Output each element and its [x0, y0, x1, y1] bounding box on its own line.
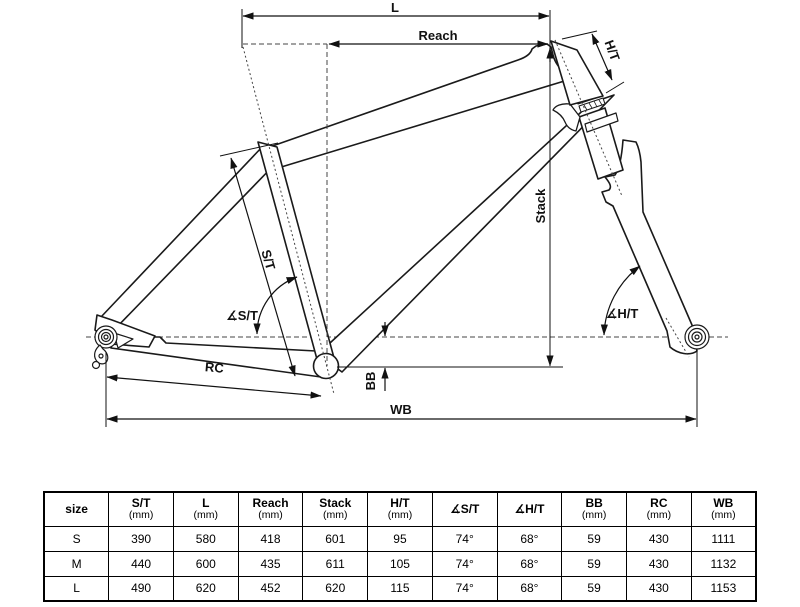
rear-axle — [94, 325, 118, 349]
cell: L — [43, 575, 110, 602]
label-angle-st: ∡S/T — [226, 308, 258, 323]
cell: 430 — [625, 525, 692, 552]
cell: 115 — [367, 575, 433, 602]
cell: 74° — [431, 525, 498, 552]
down-tube — [317, 94, 615, 373]
label-rc: RC — [204, 359, 225, 376]
fork-crown-band — [584, 112, 619, 133]
col-header-angle-st: ∡S/T — [431, 491, 498, 527]
cell: 390 — [108, 525, 174, 552]
cell: 68° — [496, 575, 563, 602]
frame-drawing — [91, 40, 710, 380]
cell: 74° — [431, 550, 498, 577]
cell: 580 — [172, 525, 239, 552]
col-header-size: size — [43, 491, 110, 527]
col-header-st: S/T(mm) — [108, 491, 174, 527]
dimension-labels: L Reach H/T Stack S/T ∡S/T ∡H/T BB RC WB — [204, 0, 638, 417]
headset-cup — [552, 103, 581, 132]
front-axle — [684, 324, 710, 350]
cell: 430 — [625, 575, 692, 602]
cell: 490 — [108, 575, 174, 602]
cell: 601 — [302, 525, 369, 552]
col-header-reach: Reach(mm) — [237, 491, 304, 527]
head-tube — [550, 40, 604, 106]
table-row-size-l: L 490 620 452 620 115 74° 68° 59 430 115… — [43, 575, 757, 602]
cell: 59 — [561, 575, 627, 602]
derailleur-hanger — [91, 344, 109, 370]
cell: 105 — [367, 550, 433, 577]
cell: 1132 — [690, 550, 757, 577]
cell: 452 — [237, 575, 304, 602]
cell: 68° — [496, 550, 563, 577]
cell: 430 — [625, 550, 692, 577]
col-header-l: L(mm) — [172, 491, 239, 527]
col-header-angle-ht: ∡H/T — [496, 491, 563, 527]
col-header-wb: WB(mm) — [690, 491, 757, 527]
label-bb: BB — [363, 372, 378, 391]
table-row-size-s: S 390 580 418 601 95 74° 68° 59 430 1111 — [43, 525, 757, 552]
table-row-size-m: M 440 600 435 611 105 74° 68° 59 430 113… — [43, 550, 757, 577]
cell: S — [43, 525, 110, 552]
axis-lines — [242, 39, 690, 395]
label-st: S/T — [258, 248, 278, 272]
col-header-ht: H/T(mm) — [367, 491, 433, 527]
cell: 95 — [367, 525, 433, 552]
cell: 59 — [561, 550, 627, 577]
cell: M — [43, 550, 110, 577]
construction-lines — [86, 43, 728, 338]
col-header-rc: RC(mm) — [625, 491, 692, 527]
cell: 1111 — [690, 525, 757, 552]
cell: 59 — [561, 525, 627, 552]
bottom-bracket — [312, 352, 340, 380]
label-ht: H/T — [602, 38, 623, 63]
col-header-bb: BB(mm) — [561, 491, 627, 527]
cell: 68° — [496, 525, 563, 552]
cell: 74° — [431, 575, 498, 602]
header-row: size S/T(mm) L(mm) Reach(mm) Stack(mm) H… — [43, 491, 757, 527]
cell: 1153 — [690, 575, 757, 602]
seatstay — [100, 145, 278, 331]
col-header-stack: Stack(mm) — [302, 491, 369, 527]
label-reach: Reach — [418, 28, 457, 43]
cell: 600 — [172, 550, 239, 577]
cell: 620 — [302, 575, 369, 602]
top-tube — [260, 43, 572, 169]
cell: 440 — [108, 550, 174, 577]
cell: 435 — [237, 550, 304, 577]
label-wb: WB — [390, 402, 412, 417]
label-stack: Stack — [533, 188, 548, 223]
label-l: L — [391, 0, 399, 15]
cell: 620 — [172, 575, 239, 602]
label-angle-ht: ∡H/T — [606, 306, 639, 321]
cell: 611 — [302, 550, 369, 577]
dimension-annotations — [105, 9, 698, 427]
geometry-table: size S/T(mm) L(mm) Reach(mm) Stack(mm) H… — [43, 491, 757, 602]
cell: 418 — [237, 525, 304, 552]
geometry-diagram: L Reach H/T Stack S/T ∡S/T ∡H/T BB RC WB — [86, 0, 728, 427]
